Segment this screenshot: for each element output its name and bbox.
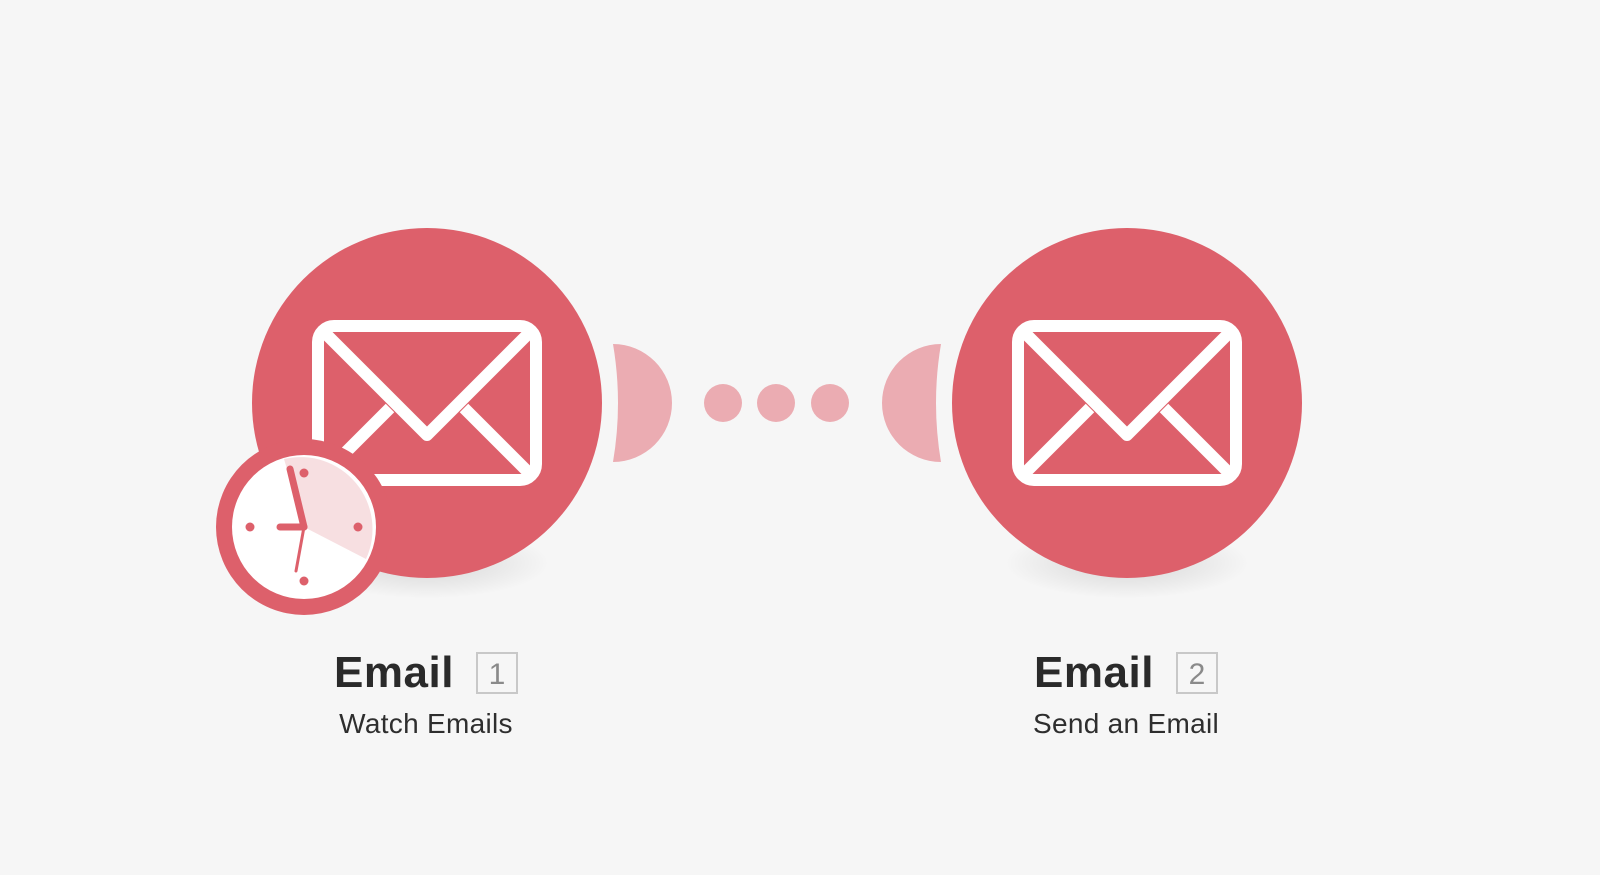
connector-handle-icon — [613, 344, 672, 462]
module-2-input-handle[interactable] — [879, 344, 941, 462]
module-email-send — [952, 228, 1302, 598]
module-2-subtitle: Send an Email — [1032, 708, 1219, 739]
module-2-label: Email 2 Send an Email — [916, 648, 1336, 740]
connection-dot[interactable] — [811, 384, 849, 422]
module-2-title-row: Email 2 — [916, 648, 1336, 698]
envelope-icon — [1012, 320, 1242, 486]
module-1-label: Email 1 Watch Emails — [216, 648, 636, 740]
module-2-circle[interactable] — [952, 228, 1302, 578]
connector-handle-icon — [882, 344, 941, 462]
module-1-subtitle: Watch Emails — [339, 708, 513, 739]
module-1-number-badge[interactable]: 1 — [475, 652, 518, 694]
module-2-title[interactable]: Email — [1034, 648, 1154, 697]
connection-dot[interactable] — [757, 384, 795, 422]
module-2-number-badge[interactable]: 2 — [1175, 652, 1218, 694]
module-1-output-handle[interactable] — [613, 344, 675, 462]
module-1-title[interactable]: Email — [334, 648, 454, 697]
module-1-title-row: Email 1 — [216, 648, 636, 698]
schedule-clock-badge[interactable] — [216, 439, 392, 615]
connection-dot[interactable] — [704, 384, 742, 422]
clock-icon — [216, 439, 392, 615]
